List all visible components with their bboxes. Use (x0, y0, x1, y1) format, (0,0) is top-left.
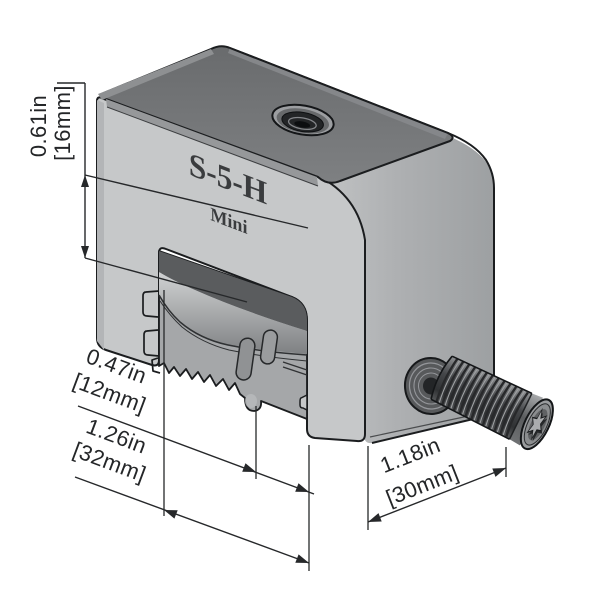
extension-lines (163, 290, 507, 571)
screw-outline (430, 355, 533, 440)
arrowhead (295, 554, 309, 563)
dim-height-label-mm: [16mm] (50, 85, 75, 161)
seam-hem-highlight (245, 394, 257, 408)
top-back-chamfer (228, 48, 448, 139)
dim-height-left (57, 82, 309, 303)
top-left-chamfer (98, 49, 214, 100)
slot-shadow (159, 251, 307, 331)
top-front-chamfer-line (106, 106, 319, 187)
screw-thread-crests (438, 359, 526, 436)
arrowhead (492, 468, 506, 477)
arrowhead (164, 510, 178, 519)
arrowhead (81, 175, 89, 187)
dim-seam-offset-line (77, 405, 315, 495)
set-screw (430, 355, 554, 451)
seam-groove-1 (235, 337, 256, 381)
top-front-chamfer (106, 99, 318, 186)
dim-height-ext-bottom (84, 257, 248, 303)
torx-socket-icon (526, 407, 548, 441)
screw-thread-roots (435, 357, 529, 437)
right-leg-tab (299, 393, 308, 412)
dim-height-ext-top (84, 174, 309, 229)
arrowhead (368, 513, 382, 522)
dim-depth-line (367, 467, 507, 523)
arrowhead (242, 463, 256, 472)
screw-collar-line (508, 393, 533, 440)
dim-seam-offset (77, 405, 315, 495)
dimensions-layer (57, 82, 507, 571)
seam-groove-2 (259, 329, 279, 365)
seam-rib-lines (282, 361, 308, 376)
dim-width-line (74, 476, 310, 564)
dim-width (74, 476, 310, 564)
seam-slot (158, 250, 308, 420)
dim-depth (367, 467, 507, 523)
dim-height-label-in: 0.61in (26, 95, 51, 157)
arrowhead (295, 483, 309, 492)
arrowhead (81, 246, 89, 258)
top-mount-hole (271, 103, 335, 137)
left-edge-highlight (97, 100, 104, 350)
left-leg-clip-profile (142, 290, 161, 374)
